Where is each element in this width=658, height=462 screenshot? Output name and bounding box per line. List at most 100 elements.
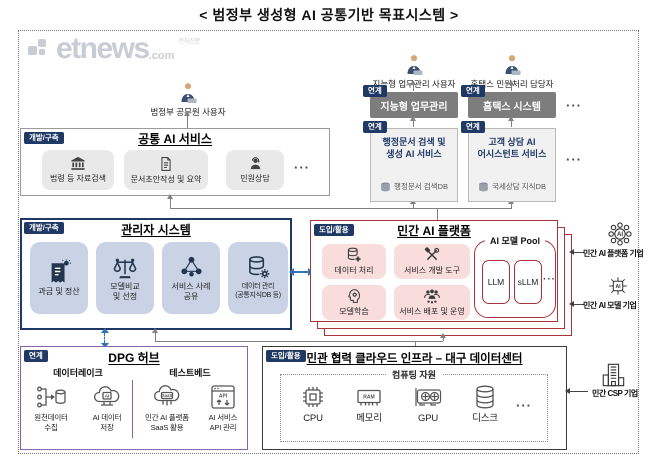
service-db-label: 행정문서 검색DB (394, 182, 448, 191)
admin-system-title: 관리자 시스템 (121, 223, 191, 237)
arrow-system-to-user-2 (507, 80, 515, 91)
database-gear-icon (248, 256, 269, 279)
disk-icon (476, 385, 494, 409)
service-name: 고객 상담 AI 어시스턴트 서비스 (477, 137, 547, 159)
cloud-item-gpu: GPU (400, 384, 456, 425)
person-laptop-icon (505, 55, 521, 75)
ram-icon: RAM (357, 389, 381, 406)
cloud-item-label: CPU (303, 413, 323, 424)
gpu-icon (415, 388, 442, 406)
svg-text:SaaS: SaaS (162, 393, 172, 398)
diagram-outer-border (18, 30, 639, 454)
person-laptop-icon (181, 83, 197, 103)
platform-item-label: 데이터 처리 (334, 266, 374, 275)
tag-link: 연계 (24, 350, 48, 362)
admin-item-billing: 과금 및 정산 (30, 242, 88, 314)
arrow-admin-dpg-bidirectional (100, 328, 109, 348)
watermark-tagline: 전자신문 (178, 39, 201, 45)
tools-icon (424, 247, 440, 261)
platform-item-deploy-ops: 서비스 배포 및 운영 (394, 285, 470, 320)
dpg-item-source-data: 원천데이터 수집 (24, 384, 78, 433)
admin-item-label: 데이터 관리 (공통지식DB 등) (235, 283, 281, 299)
billing-receipt-icon (51, 259, 71, 283)
admin-item-data-mgmt: 데이터 관리 (공통지식DB 등) (228, 242, 288, 314)
dpg-item-label: AI 데이터 저장 (92, 413, 122, 432)
svg-text:RAM: RAM (363, 394, 374, 400)
admin-item-label: 모델비교 및 선정 (110, 281, 140, 301)
model-llm: LLM (482, 260, 510, 304)
services-more-dots: ··· (566, 152, 582, 167)
dpg-item-saas: SaaS 민간 AI 플랫폼 SaaS 활용 (136, 384, 198, 433)
cloud-item-label: 메모리 (356, 413, 382, 424)
partner-csp-company-label: 민간 CSP 기업 (592, 389, 638, 398)
tag-adopt: 도입/활용 (314, 224, 354, 236)
arrow-service-to-system-2 (507, 116, 515, 127)
database-gear-icon (347, 247, 361, 262)
tag-develop: 개발/구축 (24, 222, 64, 234)
service-box-doc-search: 행정문서 검색 및 생성 AI 서비스 행정문서 검색DB (370, 128, 458, 202)
dpg-hub-title: DPG 허브 (108, 351, 160, 365)
arrow-platform-company (569, 247, 584, 256)
common-ai-item-label: 문서초안작성 및 요약 (130, 174, 202, 184)
database-icon (381, 181, 390, 191)
common-ai-item-label: 법령 등 자료검색 (50, 174, 106, 183)
arrow-csp-company (565, 386, 588, 395)
arrow-into-common-ai (166, 194, 174, 208)
admin-item-case-share: 서비스 사례 공유 (162, 242, 220, 314)
cloud-item-cpu: CPU (288, 384, 338, 425)
database-icon (479, 181, 488, 191)
cloud-item-label: GPU (418, 413, 438, 424)
model-sllm: sLLM (514, 260, 542, 304)
arrow-into-admin (151, 328, 159, 341)
computing-resources-box: 컴퓨팅 자원 (280, 368, 548, 442)
platform-item-data-processing: 데이터 처리 (322, 244, 386, 279)
arrow-common-to-gov-user (183, 111, 191, 128)
ai-model-pool: AI 모델 Pool (474, 234, 556, 318)
cloud-item-label: 디스크 (472, 413, 498, 424)
api-browser-icon: API (211, 385, 235, 409)
service-box-consult-assistant: 고객 상담 AI 어시스턴트 서비스 국세상담 지식DB (468, 128, 556, 202)
cloud-ai-icon: AI (94, 386, 120, 406)
platform-title: 민간 AI 플랫폼 (397, 224, 471, 238)
common-ai-more-dots: ··· (294, 160, 310, 175)
common-ai-title: 공통 AI 서비스 (138, 132, 212, 146)
platform-item-dev-tools: 서비스 개발 도구 (394, 244, 470, 279)
dpg-item-label: AI 서비스 API 관리 (208, 413, 238, 432)
arrow-into-service-2 (507, 199, 515, 208)
connector-platform-to-services-line (170, 208, 512, 210)
svg-text:AI: AI (105, 394, 110, 400)
pool-more-dots: ··· (543, 274, 556, 285)
systems-more-dots: ··· (566, 98, 582, 113)
connector-cloud-line (155, 341, 443, 343)
connector-platform-stem (437, 208, 439, 220)
cloud-saas-icon: SaaS (154, 385, 180, 406)
people-group-icon (424, 289, 440, 303)
service-db-label: 국세상담 지식DB (492, 182, 546, 191)
ai-platform-company-icon: AI (608, 222, 632, 246)
arrow-model-company (569, 299, 584, 308)
arrow-into-platform (439, 333, 447, 341)
dpg-section-divider (132, 380, 134, 438)
partner-model-company-label: 민간 AI 모델 기업 (583, 301, 637, 310)
service-db-row: 행정문서 검색DB (380, 181, 448, 192)
head-gear-icon (348, 289, 360, 303)
tag-adopt: 도입/활용 (266, 350, 306, 362)
dpg-item-label: 원천데이터 수집 (34, 413, 68, 432)
dpg-item-api-mgmt: API AI 서비스 API 관리 (200, 384, 246, 433)
admin-item-label: 서비스 사례 공유 (171, 281, 211, 301)
platform-item-label: 서비스 개발 도구 (404, 266, 460, 275)
dpg-hub-box (20, 346, 248, 450)
computing-resources-title: 컴퓨팅 자원 (386, 368, 442, 381)
dpg-item-label: 민간 AI 플랫폼 SaaS 활용 (145, 413, 189, 432)
cloud-infra-title: 민관 협력 클라우드 인프라 – 대구 데이터센터 (306, 353, 523, 365)
common-ai-item-label: 민원상담 (240, 174, 270, 183)
svg-text:API: API (219, 394, 228, 400)
platform-item-label: 서비스 배포 및 운영 (399, 306, 465, 316)
service-db-row: 국세상담 지식DB (478, 181, 546, 192)
cloud-more-dots: ··· (516, 398, 532, 413)
dpg-datalake-header: 데이터레이크 (53, 368, 103, 378)
service-name: 행정문서 검색 및 생성 AI 서비스 (382, 137, 446, 159)
admin-item-label: 과금 및 정산 (38, 287, 80, 296)
cloud-item-memory: RAM 메모리 (344, 384, 394, 425)
watermark-brand: etnews (56, 32, 150, 65)
